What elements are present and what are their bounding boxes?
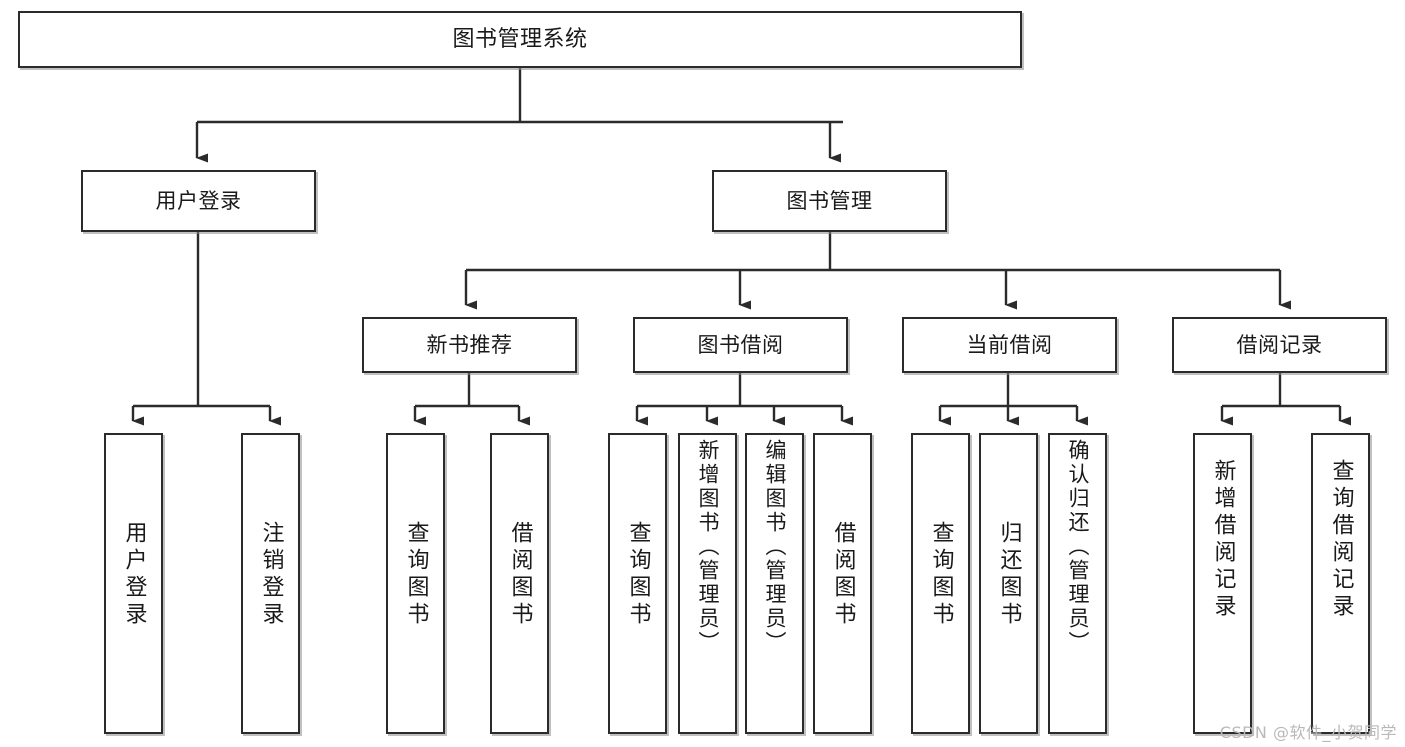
leaf-borrow-book-2[interactable]: 借阅图书 (813, 433, 872, 734)
leaf-logout[interactable]: 注销登录 (241, 433, 300, 734)
leaf-borrow-book-1[interactable]: 借阅图书 (490, 433, 549, 734)
leaf-user-login-label: 用户登录 (121, 521, 147, 629)
leaf-edit-book-label: 编辑图书（管理员） (763, 439, 787, 655)
leaf-logout-label: 注销登录 (258, 521, 284, 629)
node-current-borrow-label: 当前借阅 (966, 332, 1053, 357)
leaf-query-record[interactable]: 查询借阅记录 (1311, 433, 1370, 734)
node-user-login[interactable]: 用户登录 (81, 170, 316, 232)
node-current-borrow[interactable]: 当前借阅 (902, 317, 1117, 373)
leaf-query-book-3[interactable]: 查询图书 (911, 433, 970, 734)
node-book-borrow[interactable]: 图书借阅 (633, 317, 848, 373)
node-new-book-recommend[interactable]: 新书推荐 (362, 317, 577, 373)
leaf-query-record-label: 查询借阅记录 (1328, 459, 1354, 621)
node-book-borrow-label: 图书借阅 (697, 332, 784, 357)
node-book-manage-label: 图书管理 (786, 188, 873, 213)
leaf-add-record[interactable]: 新增借阅记录 (1193, 433, 1252, 734)
node-user-login-label: 用户登录 (155, 188, 242, 213)
node-book-manage[interactable]: 图书管理 (712, 170, 947, 232)
leaf-query-book-2[interactable]: 查询图书 (608, 433, 667, 734)
leaf-add-record-label: 新增借阅记录 (1210, 459, 1236, 621)
leaf-borrow-book-2-label: 借阅图书 (830, 521, 856, 629)
leaf-query-book-1-label: 查询图书 (403, 521, 429, 629)
leaf-confirm-return[interactable]: 确认归还（管理员） (1048, 433, 1107, 734)
node-borrow-record-label: 借阅记录 (1236, 332, 1323, 357)
leaf-query-book-2-label: 查询图书 (625, 521, 651, 629)
node-root[interactable]: 图书管理系统 (18, 11, 1022, 68)
leaf-query-book-3-label: 查询图书 (928, 521, 954, 629)
leaf-return-book[interactable]: 归还图书 (979, 433, 1038, 734)
node-root-label: 图书管理系统 (452, 26, 588, 52)
watermark-text: CSDN @软件_小贺同学 (1219, 723, 1397, 742)
leaf-confirm-return-label: 确认归还（管理员） (1066, 439, 1090, 655)
leaf-add-book-label: 新增图书（管理员） (696, 439, 720, 655)
leaf-return-book-label: 归还图书 (996, 521, 1022, 629)
leaf-edit-book[interactable]: 编辑图书（管理员） (745, 433, 804, 734)
node-new-book-recommend-label: 新书推荐 (426, 332, 513, 357)
node-borrow-record[interactable]: 借阅记录 (1172, 317, 1387, 373)
leaf-add-book[interactable]: 新增图书（管理员） (678, 433, 737, 734)
leaf-query-book-1[interactable]: 查询图书 (386, 433, 445, 734)
leaf-user-login[interactable]: 用户登录 (104, 433, 163, 734)
leaf-borrow-book-1-label: 借阅图书 (507, 521, 533, 629)
